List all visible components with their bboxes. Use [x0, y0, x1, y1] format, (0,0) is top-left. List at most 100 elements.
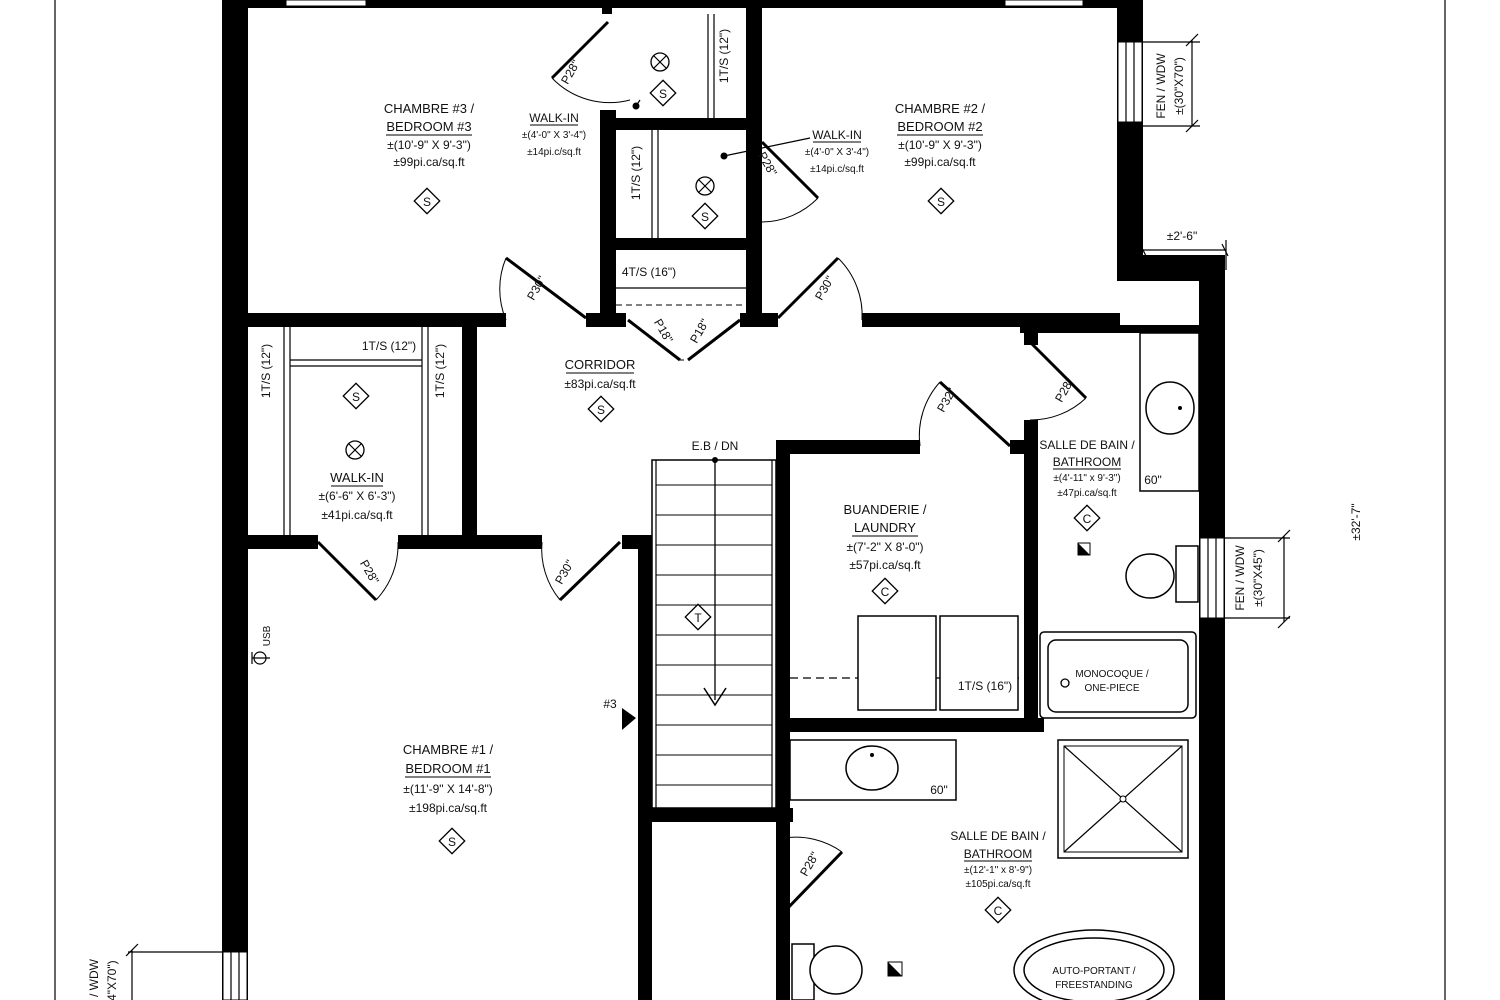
bedroom-3-label: CHAMBRE #3 / BEDROOM #3 ±(10'-9" X 9'-3"… — [384, 101, 475, 169]
bedroom-1-label: CHAMBRE #1 / BEDROOM #1 ±(11'-9" X 14'-8… — [403, 742, 494, 815]
dimension-labels: FEN / WDW ±(30"X70") ±2'-6" FEN / WDW ±(… — [87, 53, 1363, 1000]
svg-text:BUANDERIE /: BUANDERIE / — [843, 502, 926, 517]
light-icon — [345, 440, 365, 460]
svg-text:FREESTANDING: FREESTANDING — [1055, 980, 1133, 991]
svg-text:WALK-IN: WALK-IN — [812, 128, 862, 142]
svg-text:MONOCOQUE /: MONOCOQUE / — [1075, 669, 1149, 680]
svg-text:1T/S (12"): 1T/S (12") — [717, 29, 731, 83]
svg-text:60": 60" — [1144, 473, 1162, 487]
svg-text:C: C — [881, 585, 890, 599]
svg-text:±14pi.c/sq.ft: ±14pi.c/sq.ft — [810, 164, 864, 175]
svg-text:BATHROOM: BATHROOM — [964, 847, 1032, 861]
svg-text:±(30"X70"): ±(30"X70") — [1172, 57, 1186, 115]
svg-text:60": 60" — [930, 783, 948, 797]
svg-text:S: S — [352, 390, 360, 404]
co-detector-icon: C — [871, 577, 899, 605]
svg-text:1T/S (12"): 1T/S (12") — [629, 146, 643, 200]
svg-text:BEDROOM #2: BEDROOM #2 — [897, 119, 982, 134]
svg-text:24"X70"): 24"X70") — [105, 960, 119, 1000]
main-bathroom-fixtures — [789, 739, 1189, 1000]
sheet-border — [54, 0, 1446, 1000]
svg-text:SALLE DE BAIN /: SALLE DE BAIN / — [950, 829, 1046, 843]
svg-text:S: S — [659, 87, 667, 101]
svg-text:CHAMBRE #2 /: CHAMBRE #2 / — [895, 101, 986, 116]
walk-in-b-label: WALK-IN ±(4'-0" X 3'-4") ±14pi.c/sq.ft — [805, 128, 869, 175]
co-detector-icon: C — [1073, 504, 1101, 532]
bathroom-small-label: SALLE DE BAIN / BATHROOM ±(4'-11" x 9'-3… — [1039, 438, 1135, 499]
svg-text:±99pi.ca/sq.ft: ±99pi.ca/sq.ft — [393, 155, 465, 169]
svg-text:FEN / WDW: FEN / WDW — [1154, 53, 1168, 119]
svg-text:±(4'-11" x 9'-3"): ±(4'-11" x 9'-3") — [1053, 473, 1120, 484]
svg-text:S: S — [937, 195, 945, 209]
smoke-detector-icon: S — [438, 827, 466, 855]
svg-text:C: C — [1083, 512, 1092, 526]
svg-text:±198pi.ca/sq.ft: ±198pi.ca/sq.ft — [409, 801, 488, 815]
dimension-lines — [125, 33, 1291, 1000]
svg-text:BEDROOM #3: BEDROOM #3 — [386, 119, 471, 134]
smoke-detector-icon: S — [587, 395, 615, 423]
svg-text:WALK-IN: WALK-IN — [529, 111, 579, 125]
doors — [316, 20, 1088, 914]
svg-text:±47pi.ca/sq.ft: ±47pi.ca/sq.ft — [1057, 488, 1117, 499]
svg-text:S: S — [423, 195, 431, 209]
svg-text:±105pi.ca/sq.ft: ±105pi.ca/sq.ft — [966, 879, 1031, 890]
svg-text:S: S — [701, 210, 709, 224]
svg-text:±(10'-9" X 9'-3"): ±(10'-9" X 9'-3") — [387, 138, 471, 152]
co-detector-icon: C — [984, 896, 1012, 924]
room-labels: CHAMBRE #3 / BEDROOM #3 ±(10'-9" X 9'-3"… — [318, 101, 1135, 890]
svg-text:CHAMBRE #1 /: CHAMBRE #1 / — [403, 742, 494, 757]
walk-in-a-label: WALK-IN ±(4'-0" X 3'-4") ±14pi.c/sq.ft — [522, 111, 586, 158]
svg-text:±57pi.ca/sq.ft: ±57pi.ca/sq.ft — [849, 558, 921, 572]
smoke-detector-icon: S — [342, 382, 370, 410]
closet-shelves — [283, 14, 1024, 679]
corridor-label: CORRIDOR ±83pi.ca/sq.ft — [564, 357, 636, 391]
room-symbols: S S S S S S S C C C T — [342, 79, 1101, 924]
windows — [222, 0, 1225, 1000]
svg-text:P32": P32" — [934, 385, 959, 414]
svg-text:P28": P28" — [357, 557, 382, 586]
svg-text:±(4'-0" X 3'-4"): ±(4'-0" X 3'-4") — [805, 147, 869, 158]
light-icon — [695, 176, 715, 196]
svg-text:P28": P28" — [1052, 375, 1077, 404]
laundry-appliances — [857, 615, 1019, 711]
svg-text:FEN / WDW: FEN / WDW — [1233, 545, 1247, 611]
svg-text:S: S — [597, 403, 605, 417]
svg-text:±32'-7": ±32'-7" — [1349, 503, 1363, 540]
thermostat-icon: T — [684, 603, 712, 631]
svg-text:C: C — [994, 904, 1003, 918]
svg-text:1T/S (12"): 1T/S (12") — [259, 344, 273, 398]
bathroom-main-label: SALLE DE BAIN / BATHROOM ±(12'-1" x 8'-9… — [950, 829, 1046, 890]
svg-text:AUTO-PORTANT /: AUTO-PORTANT / — [1052, 966, 1135, 977]
svg-text:1T/S (16"): 1T/S (16") — [958, 679, 1012, 693]
svg-text:T: T — [694, 611, 702, 625]
svg-text:CORRIDOR: CORRIDOR — [565, 357, 636, 372]
light-icon — [650, 52, 670, 72]
svg-text:BEDROOM #1: BEDROOM #1 — [405, 761, 490, 776]
svg-text:S: S — [448, 835, 456, 849]
svg-text:±(11'-9" X 14'-8"): ±(11'-9" X 14'-8") — [403, 782, 493, 796]
walk-in-c-label: WALK-IN ±(6'-6" X 6'-3") ±41pi.ca/sq.ft — [318, 470, 395, 522]
svg-text:BATHROOM: BATHROOM — [1053, 455, 1121, 469]
svg-text:P18": P18" — [687, 316, 712, 345]
svg-text:P30": P30" — [552, 557, 577, 586]
svg-text:P28": P28" — [558, 57, 583, 86]
svg-text:±(12'-1" x 8'-9"): ±(12'-1" x 8'-9") — [964, 865, 1032, 876]
laundry-label: BUANDERIE / LAUNDRY ±(7'-2" X 8'-0") ±57… — [843, 502, 926, 572]
svg-text:±14pi.c/sq.ft: ±14pi.c/sq.ft — [527, 147, 581, 158]
svg-text:±83pi.ca/sq.ft: ±83pi.ca/sq.ft — [564, 377, 636, 391]
svg-text:P30": P30" — [812, 273, 837, 302]
walls — [222, 0, 1225, 1000]
smoke-detector-icon: S — [691, 202, 719, 230]
svg-text:±(7'-2" X 8'-0"): ±(7'-2" X 8'-0") — [846, 540, 923, 554]
svg-text:P28": P28" — [797, 849, 822, 878]
stairs — [622, 457, 777, 809]
svg-text:±(6'-6" X 6'-3"): ±(6'-6" X 6'-3") — [318, 489, 395, 503]
svg-text:±(10'-9" X 9'-3"): ±(10'-9" X 9'-3") — [898, 138, 982, 152]
svg-text:N / WDW: N / WDW — [87, 958, 101, 1000]
svg-text:SALLE DE BAIN /: SALLE DE BAIN / — [1039, 438, 1135, 452]
svg-text:±99pi.ca/sq.ft: ±99pi.ca/sq.ft — [904, 155, 976, 169]
svg-text:#3: #3 — [603, 697, 617, 711]
svg-text:1T/S (12"): 1T/S (12") — [362, 339, 416, 353]
svg-text:4T/S (16"): 4T/S (16") — [622, 265, 676, 279]
